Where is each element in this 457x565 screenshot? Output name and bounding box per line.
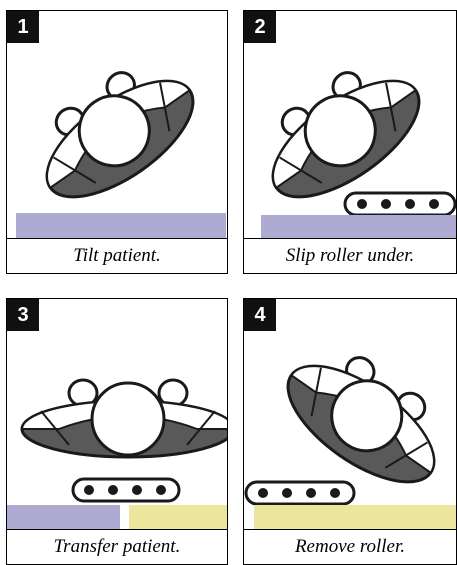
tilted-patient-illustration <box>7 11 228 274</box>
panel-4: 4 Remove roller. <box>243 298 457 565</box>
roller <box>73 479 179 501</box>
transfer-illustration <box>7 299 228 565</box>
step-caption: Transfer patient. <box>7 529 227 564</box>
patient-figure <box>18 44 211 219</box>
panel-2: 2 Slip roller under. <box>243 10 457 274</box>
patient-figure <box>22 380 228 457</box>
panel-1: 1 Tilt patient. <box>6 10 228 274</box>
step-caption: Tilt patient. <box>7 238 227 273</box>
step-number-badge: 3 <box>7 299 39 331</box>
panel-3: 3 Transfer patient. <box>6 298 228 565</box>
step-number-badge: 4 <box>244 299 276 331</box>
step-number-badge: 2 <box>244 11 276 43</box>
step-caption: Remove roller. <box>244 529 456 564</box>
roller-under-illustration <box>244 11 457 274</box>
roller <box>345 193 455 215</box>
patient-figure <box>270 329 457 504</box>
remove-roller-illustration <box>244 299 457 565</box>
roller <box>246 482 354 504</box>
step-caption: Slip roller under. <box>244 238 456 273</box>
step-number-badge: 1 <box>7 11 39 43</box>
